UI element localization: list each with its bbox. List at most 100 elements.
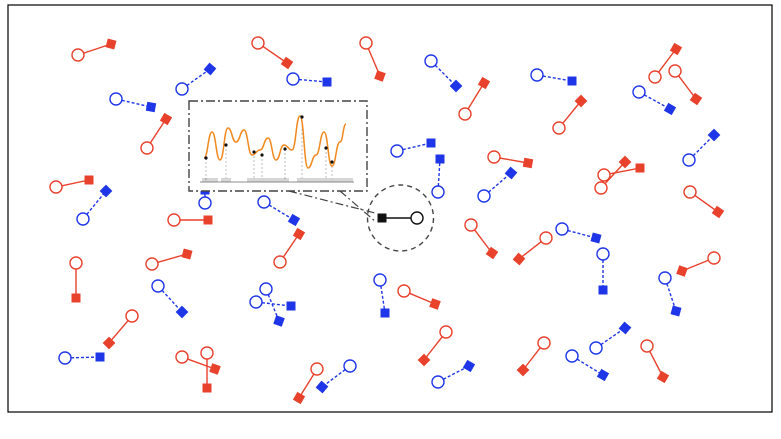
dumbbell-8 (251, 36, 294, 70)
dumbbell-link (467, 82, 485, 110)
dumbbell-41 (555, 222, 602, 244)
dumbbell-circle-end (458, 107, 472, 121)
dumbbell-circle-end (683, 185, 697, 199)
dumbbell-43 (676, 251, 721, 277)
dumbbell-32 (58, 351, 105, 365)
dumbbell-square-end (567, 76, 577, 86)
dumbbell-circle-end (552, 121, 566, 135)
dumbbell-circle-end (632, 85, 646, 99)
dumbbell-link (678, 75, 697, 100)
dumbbell-circle-end (530, 68, 544, 82)
dumbbell-square-end (669, 42, 683, 56)
dumbbell-3 (140, 112, 173, 155)
inset-peak-dot (330, 160, 334, 164)
dumbbell-square-end (292, 227, 306, 241)
dumbbell-50 (565, 349, 610, 382)
dumbbell-circle-end (71, 48, 85, 62)
dumbbell-circle-end (565, 349, 579, 363)
dumbbell-circle-end (390, 144, 404, 158)
dumbbell-square-end (656, 370, 670, 384)
dumbbell-circle-end (596, 247, 610, 261)
dumbbell-square-end (663, 102, 677, 116)
dumbbell-15 (648, 42, 683, 84)
dumbbell-51 (589, 321, 632, 355)
dumbbell-circle-end (439, 325, 453, 339)
dumbbell-38 (315, 359, 357, 394)
dumbbell-link (409, 292, 436, 305)
dumbbell-circle-end (200, 346, 214, 360)
dumbbell-31 (102, 309, 139, 350)
dumbbell-52 (640, 339, 670, 384)
dumbbell-square-end (670, 305, 682, 317)
dumbbell-circle-end (145, 257, 159, 271)
dumbbell-circle-end (343, 359, 357, 373)
dumbbell-1 (109, 92, 157, 113)
dumbbell-circle-end (487, 150, 501, 164)
dumbbell-circle-end (707, 251, 721, 265)
dumbbell-16 (668, 64, 703, 106)
dumbbell-46 (397, 284, 441, 310)
dumbbell-square-end (273, 315, 285, 327)
dumbbell-square-end (322, 77, 332, 87)
dumbbell-square-end (590, 232, 602, 244)
dumbbell-square-end (374, 70, 386, 82)
dumbbell-square-end (429, 298, 441, 310)
inset-peak-dot (300, 115, 304, 119)
dumbbell-12 (458, 76, 491, 121)
dumbbell-square-end (287, 213, 301, 227)
dumbbell-link (86, 190, 107, 215)
dumbbell-circle-end (58, 351, 72, 365)
dumbbell-link (499, 157, 529, 164)
dumbbell-29 (69, 256, 83, 303)
dumbbell-link (437, 158, 441, 187)
dumbbell-circle-end (424, 54, 438, 68)
dumbbell-4 (49, 175, 94, 194)
dumbbell-26 (257, 195, 301, 227)
dumbbell-link (380, 285, 386, 314)
dumbbell-square-end (71, 293, 81, 303)
dumbbell-circle-end (589, 341, 603, 355)
dumbbell-circle-end (431, 375, 445, 389)
dumbbell-link (474, 229, 493, 254)
dumbbell-35 (259, 282, 285, 327)
dumbbell-square-end (512, 252, 526, 266)
dumbbell-square-end (292, 391, 306, 405)
dumbbell-13 (530, 68, 577, 86)
dumbbell-square-end (102, 336, 116, 350)
dumbbell-link (562, 100, 582, 124)
dumbbell-circle-end (397, 284, 411, 298)
dumbbell-square-end (417, 353, 431, 367)
dumbbell-square-end (462, 359, 476, 373)
dumbbell-circle-end (555, 222, 569, 236)
dumbbell-square-end (689, 92, 703, 106)
dumbbell-circle-end (310, 362, 324, 376)
dumbbell-square-end (286, 301, 296, 311)
dumbbell-square-end (504, 166, 518, 180)
dumbbell-link (694, 194, 719, 213)
dumbbell-link (522, 347, 541, 371)
dumbbell-square-end (105, 38, 117, 50)
dumbbell-square-end (435, 154, 445, 164)
dumbbell-link (604, 161, 626, 185)
dumbbell-circle-end (640, 339, 654, 353)
dumbbell-circle-end (539, 231, 553, 245)
dumbbell-30 (151, 279, 189, 319)
dumbbell-23 (597, 163, 645, 182)
dumbbell-square-end (280, 56, 294, 70)
dumbbell-square-end (522, 157, 534, 169)
inset-peak-dot (204, 156, 208, 160)
dumbbell-square-end (95, 352, 105, 362)
diagram-frame (7, 4, 773, 413)
dumbbell-10 (359, 36, 386, 82)
dumbbell-square-end (175, 305, 189, 319)
dumbbell-42 (596, 247, 610, 295)
dumbbell-square-end (145, 101, 157, 113)
dumbbell-circle-end (167, 213, 181, 227)
dumbbell-circle-end (198, 196, 212, 210)
highlight-ring (366, 184, 435, 252)
dumbbell-circle-end (668, 64, 682, 78)
dumbbell-circle-end (151, 279, 165, 293)
dumbbell-36 (249, 295, 296, 311)
